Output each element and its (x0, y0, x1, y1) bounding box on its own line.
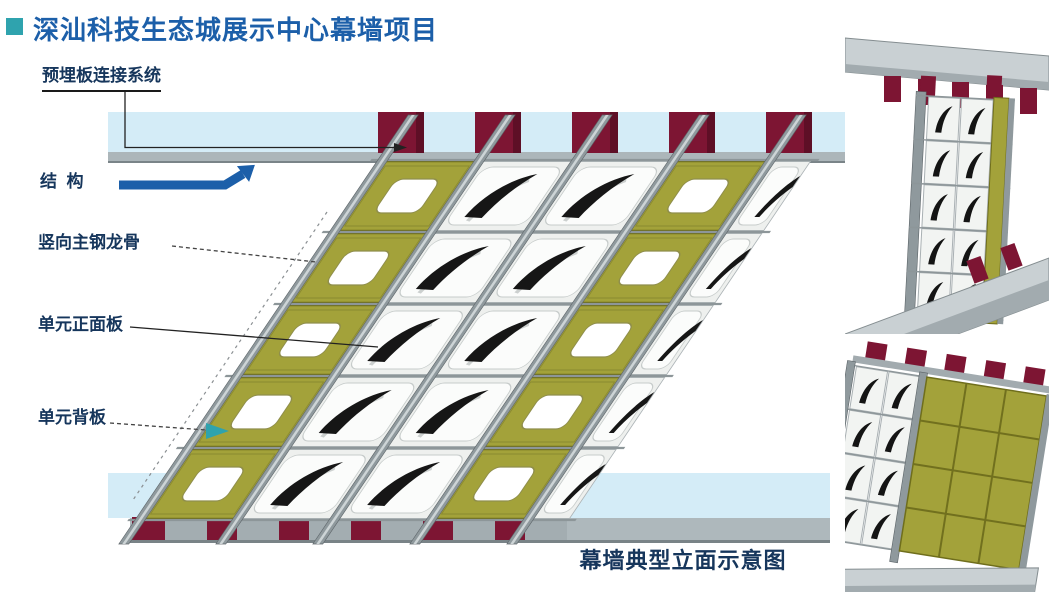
title-bullet-icon (6, 18, 23, 35)
detail-top-unit-assembly (903, 75, 1015, 325)
bottom-beam-edge (130, 540, 830, 543)
main-elevation-view (108, 92, 845, 545)
leader-vertical-mullion (171, 245, 317, 263)
top-beam-strip (108, 152, 845, 161)
diagram-caption: 幕墙典型立面示意图 (579, 548, 787, 573)
detail-view-bottom (845, 341, 1049, 592)
label-embed-plate-system: 预埋板连接系统 (42, 66, 161, 92)
label-vertical-steel-mullion: 竖向主钢龙骨 (38, 233, 140, 252)
steel-mullions (118, 114, 807, 545)
detail-view-top (845, 37, 1049, 334)
structure-arrow-shaft-icon (119, 170, 246, 190)
label-structure: 结 构 (40, 172, 84, 191)
slide-header: 深汕科技生态城展示中心幕墙项目 (6, 10, 438, 47)
construction-dotted-line (132, 211, 328, 501)
mullion (118, 114, 419, 545)
transom-rails (127, 158, 820, 522)
label-unit-front-panel: 单元正面板 (38, 315, 123, 334)
label-unit-back-panel: 单元背板 (38, 408, 106, 427)
leader-back-arrowhead-icon (206, 423, 229, 439)
structure-arrowhead-icon (236, 164, 255, 182)
leader-front-panel (129, 326, 379, 348)
mullion (409, 114, 710, 545)
leader-back-panel (109, 422, 207, 431)
curtain-wall-grid (118, 114, 820, 545)
mullion (312, 114, 613, 545)
mullion (215, 114, 516, 545)
bottom-embed-gaps (165, 517, 567, 543)
detail-bottom-slab (845, 567, 1040, 592)
leader-lines (109, 92, 407, 439)
detail-bottom-unit-assembly (845, 341, 1049, 592)
leader-embed-plate (124, 92, 394, 149)
mullion (506, 114, 807, 545)
leader-embed-arrowhead-icon (394, 143, 407, 152)
page-title: 深汕科技生态城展示中心幕墙项目 (33, 15, 439, 45)
